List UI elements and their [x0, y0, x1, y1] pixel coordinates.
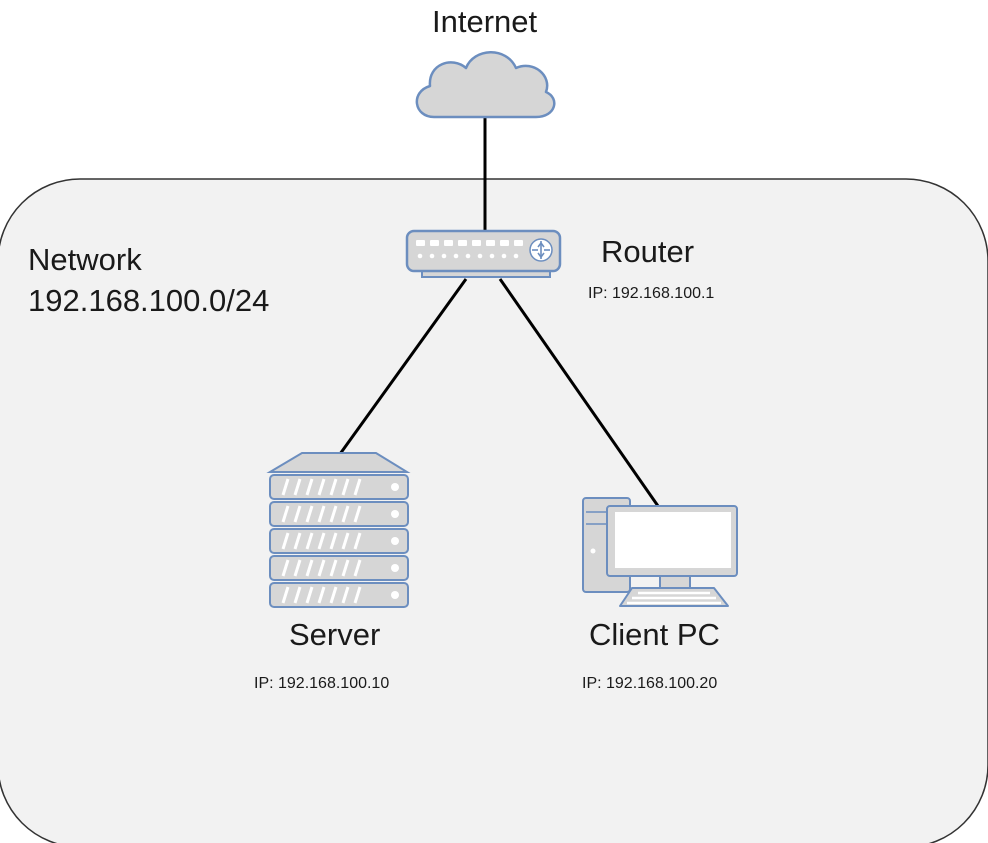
- router-ip-label: IP: 192.168.100.1: [588, 285, 715, 302]
- router-label: Router: [601, 234, 695, 269]
- cloud-icon: [415, 51, 556, 119]
- network-zone: [0, 178, 988, 843]
- link-router-client: [498, 278, 660, 507]
- client-pc-label: Client PC: [589, 617, 720, 652]
- internet-label: Internet: [432, 4, 538, 39]
- link-router-server: [338, 278, 468, 455]
- client-pc-ip-label: IP: 192.168.100.20: [582, 675, 718, 692]
- network-name-label: Network: [28, 242, 142, 277]
- network-subnet-label: 192.168.100.0/24: [28, 283, 270, 318]
- server-ip-label: IP: 192.168.100.10: [254, 675, 390, 692]
- server-icon: [266, 452, 411, 608]
- desktop-pc-icon: [582, 497, 738, 607]
- router-icon: [405, 229, 562, 278]
- server-label: Server: [289, 617, 381, 652]
